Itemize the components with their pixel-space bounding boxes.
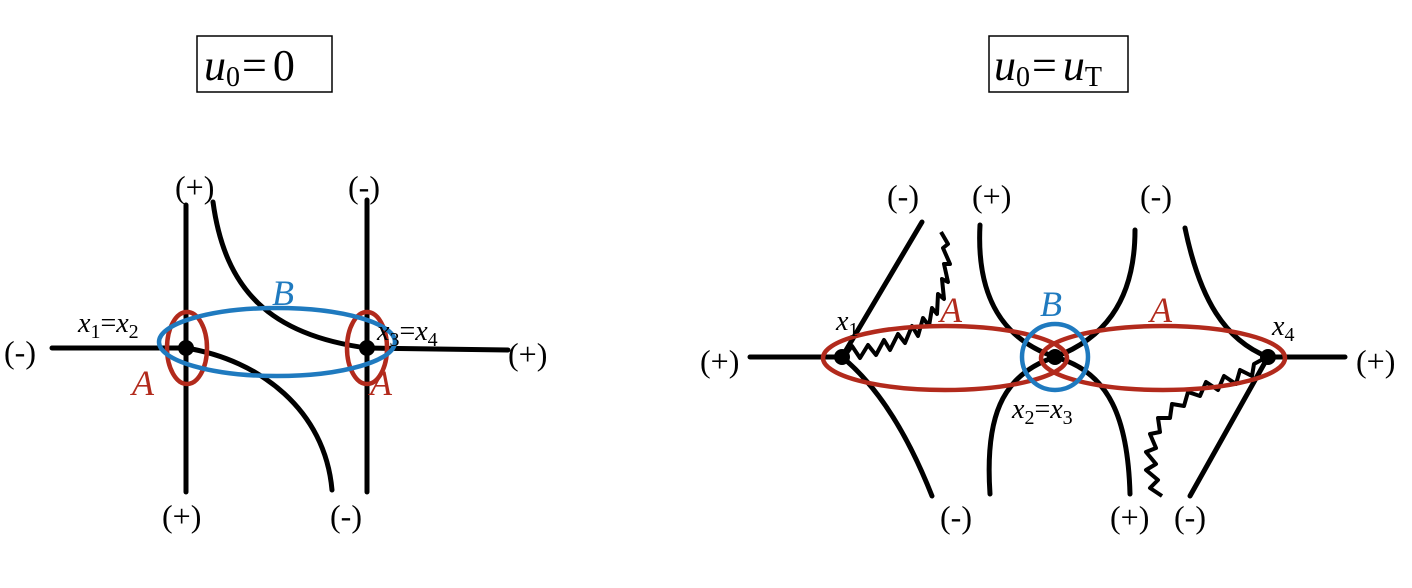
right-label-top-1: (-) [887,178,919,214]
right-title: u0=uT [994,41,1102,93]
right-ellipse-a-right [1038,323,1288,393]
left-vertex-x12 [178,340,194,356]
left-ellipse-b [156,305,398,379]
right-label-right: (+) [1356,343,1395,379]
right-label-x4: x4 [1271,311,1294,346]
right-label-top-3: (-) [1140,178,1172,214]
left-vertex-x34 [359,340,375,356]
right-panel: u0=uT (-) (+) (-) (-) (+) [700,35,1395,535]
right-label-bottom-1: (-) [940,499,972,535]
left-label-a-left: A [130,363,155,403]
right-vertex-x4 [1260,349,1276,365]
left-label-bottom-right: (-) [330,498,362,534]
left-panel: u0=0 (+) (-) (+) (-) (-) (+) B A A x1=x2… [4,35,547,534]
right-label-x1: x1 [835,306,858,341]
right-label-bottom-2: (+) [1110,499,1149,535]
left-label-right: (+) [508,336,547,372]
right-ellipse-a-left [820,323,1070,393]
right-label-bottom-3: (-) [1174,499,1206,535]
right-label-a-right: A [1148,290,1173,330]
right-wavy-line-left [843,230,952,360]
left-label-x1-x2: x1=x2 [77,308,139,343]
left-title: u0=0 [204,41,295,93]
left-label-x3-x4: x3=x4 [376,316,438,351]
left-wires [49,197,511,495]
right-label-top-2: (+) [972,178,1011,214]
right-title-box [988,35,1129,93]
right-ellipse-b [1019,321,1091,393]
right-label-x2-x3: x2=x3 [1011,394,1073,429]
left-label-a-right: A [368,363,393,403]
left-ellipse-a1 [164,309,210,387]
left-ellipse-a2 [344,309,390,387]
right-vertex-x23 [1047,349,1063,365]
left-title-box [196,35,333,93]
left-label-top-left: (+) [175,169,214,205]
right-vertex-x1 [834,349,850,365]
right-wavy-line-right [1144,356,1266,498]
left-label-top-right: (-) [348,169,380,205]
right-label-a-left: A [938,290,963,330]
left-label-left: (-) [4,334,36,370]
left-label-b: B [272,273,294,313]
right-label-left: (+) [700,343,739,379]
left-label-bottom-left: (+) [162,498,201,534]
right-label-b: B [1040,284,1062,324]
